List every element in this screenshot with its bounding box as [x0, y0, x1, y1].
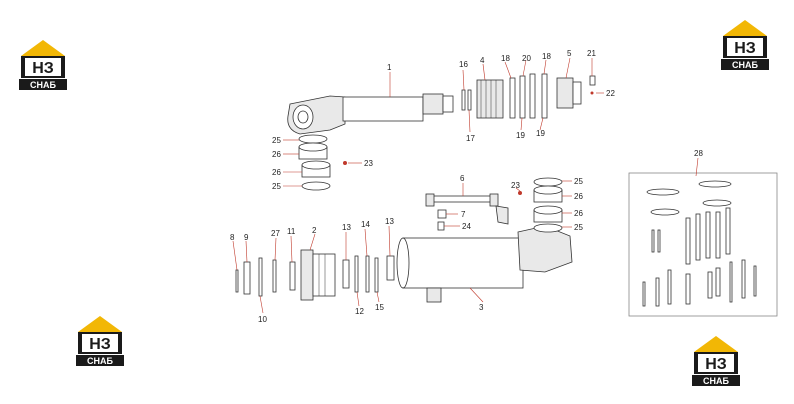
- logo-caption: СНАБ: [703, 376, 729, 386]
- screw: [589, 75, 596, 86]
- logo-top-right: НЗ СНАБ: [721, 20, 769, 70]
- logo-top-left: НЗ СНАБ: [19, 40, 67, 90]
- callout-25a: 25: [272, 136, 281, 145]
- callout-10: 10: [258, 315, 267, 324]
- callout-3: 3: [479, 303, 484, 312]
- fitting: [437, 221, 445, 231]
- callout-8: 8: [230, 233, 235, 242]
- leader-lines: [232, 57, 699, 314]
- callout-27: 27: [271, 229, 280, 238]
- callout-13a: 13: [342, 223, 351, 232]
- callout-25c: 25: [574, 177, 583, 186]
- logo-letters: НЗ: [89, 336, 111, 353]
- callout-19a: 19: [516, 131, 525, 140]
- logo-letters: НЗ: [32, 60, 54, 77]
- logo-caption: СНАБ: [30, 80, 56, 90]
- piston: [476, 79, 504, 119]
- seal-ring: [461, 89, 466, 111]
- bush-stack-left: [298, 134, 331, 191]
- piston-rod: [287, 93, 454, 135]
- callout-21: 21: [587, 49, 596, 58]
- callout-26c: 26: [574, 192, 583, 201]
- logo-letters: НЗ: [734, 40, 756, 57]
- callout-14: 14: [361, 220, 370, 229]
- callout-4: 4: [480, 56, 485, 65]
- oil-tube: [425, 193, 509, 225]
- callout-18b: 18: [542, 52, 551, 61]
- callout-23b: 23: [511, 181, 520, 190]
- callout-2: 2: [312, 226, 317, 235]
- logo-caption: СНАБ: [732, 60, 758, 70]
- callout-12: 12: [355, 307, 364, 316]
- callout-26a: 26: [272, 150, 281, 159]
- callout-16: 16: [459, 60, 468, 69]
- callout-26b: 26: [272, 168, 281, 177]
- grease-point: [343, 161, 347, 165]
- callout-18a: 18: [501, 54, 510, 63]
- logo-bottom-left: НЗ СНАБ: [76, 316, 124, 366]
- callout-22: 22: [606, 89, 615, 98]
- callout-23a: 23: [364, 159, 373, 168]
- callout-1: 1: [387, 63, 392, 72]
- callout-19b: 19: [536, 129, 545, 138]
- grease-point: [590, 91, 594, 95]
- callout-labels: 1 2 3 4 5 6 7 8 9 10 11 12 13 13 14 15 1…: [230, 49, 703, 324]
- callout-20: 20: [522, 54, 531, 63]
- logo-bottom-right: НЗ СНАБ: [692, 336, 740, 386]
- seal-kit-box: [628, 172, 778, 317]
- callout-28: 28: [694, 149, 703, 158]
- callout-26d: 26: [574, 209, 583, 218]
- callout-25d: 25: [574, 223, 583, 232]
- grease-point: [518, 191, 522, 195]
- callout-25b: 25: [272, 182, 281, 191]
- callout-17: 17: [466, 134, 475, 143]
- seal-ring: [467, 89, 472, 111]
- callout-13b: 13: [385, 217, 394, 226]
- logo-letters: НЗ: [705, 356, 727, 373]
- callout-24: 24: [462, 222, 471, 231]
- cylinder-barrel: [396, 225, 573, 303]
- fitting: [437, 209, 447, 219]
- bush-stack-right: [533, 177, 563, 233]
- logo-caption: СНАБ: [87, 356, 113, 366]
- nut: [556, 77, 582, 109]
- callout-9: 9: [244, 233, 249, 242]
- guide-seal-stack: [235, 249, 395, 301]
- callout-7: 7: [461, 210, 466, 219]
- callout-5: 5: [567, 49, 572, 58]
- callout-11: 11: [287, 227, 296, 236]
- callout-15: 15: [375, 303, 384, 312]
- piston-rings: [509, 73, 548, 119]
- callout-6: 6: [460, 174, 465, 183]
